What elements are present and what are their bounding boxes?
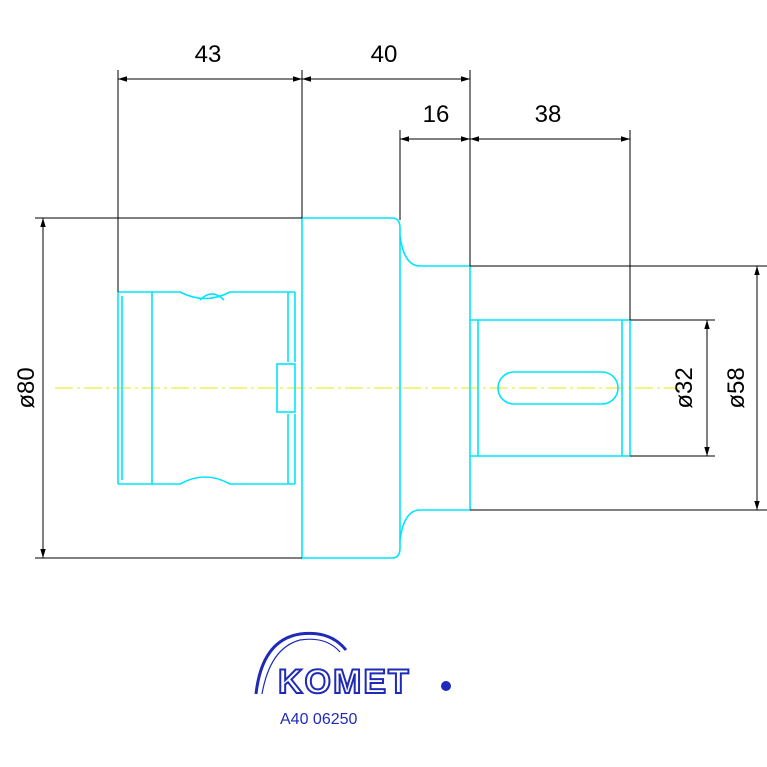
logo-arc <box>254 631 348 695</box>
dimension-16: 16 <box>423 101 450 128</box>
part-outline <box>117 217 631 559</box>
dimension-diameter-58: ø58 <box>723 367 750 408</box>
logo-dot <box>441 681 451 691</box>
komet-logo: KOMET <box>254 631 451 702</box>
dimension-38: 38 <box>535 101 562 128</box>
dimension-40: 40 <box>371 41 398 68</box>
dimension-diameter-32: ø32 <box>671 367 698 408</box>
logo-text: KOMET <box>278 663 411 701</box>
part-number: A40 06250 <box>280 711 358 728</box>
dimension-lines <box>35 70 767 559</box>
dimension-diameter-80: ø80 <box>13 367 40 408</box>
dimension-43: 43 <box>195 41 222 68</box>
